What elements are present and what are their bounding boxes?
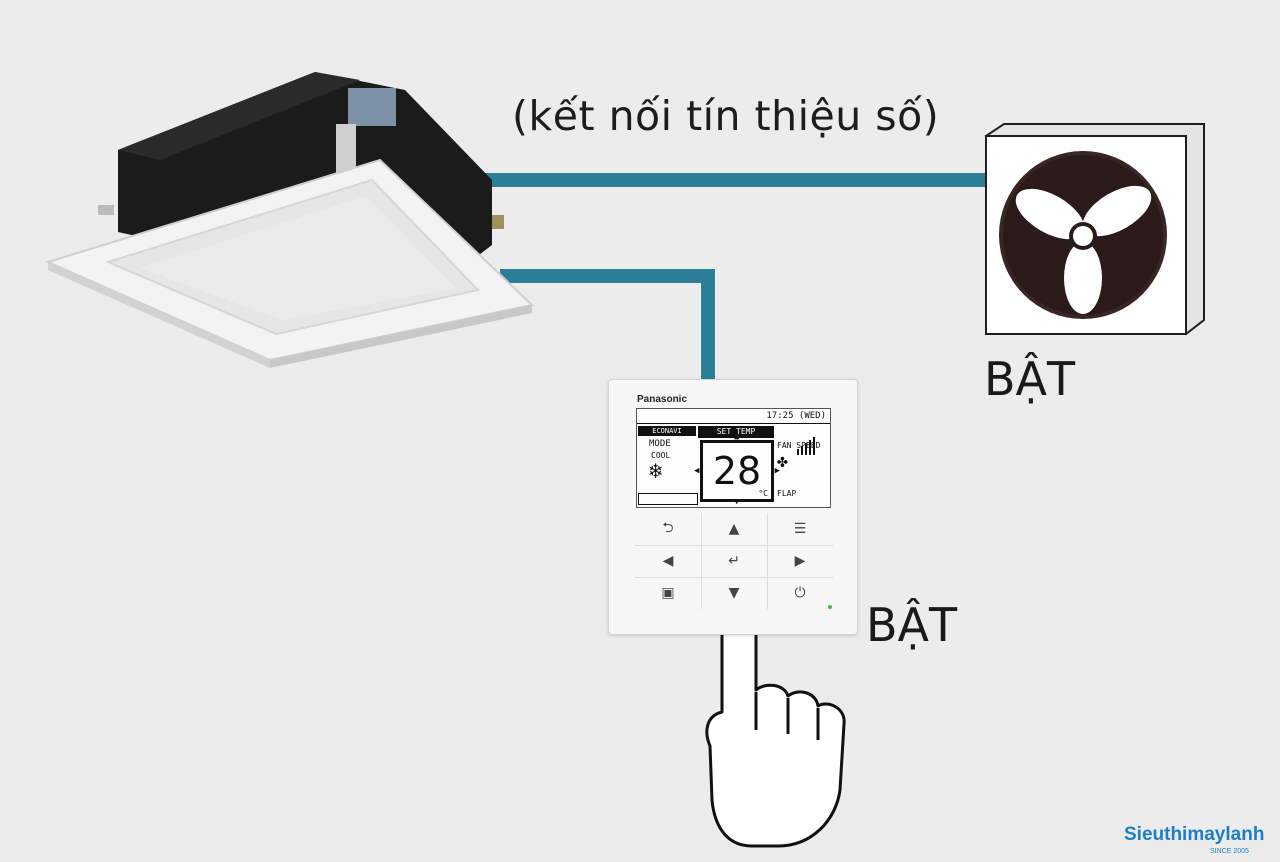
fan-icon: ✤ xyxy=(777,451,788,472)
temp-right-arrow-icon: ▶ xyxy=(774,466,780,476)
temperature-unit: °C xyxy=(758,489,768,498)
mode-value: COOL xyxy=(651,451,671,460)
down-button[interactable]: ▼ xyxy=(728,585,740,601)
remote-status-label: BẬT xyxy=(866,598,958,652)
temp-up-arrow-icon: ▲ xyxy=(734,432,740,442)
timer-button[interactable]: ▣ xyxy=(661,585,675,601)
wired-remote-controller: Panasonic 17:25 (WED) ECONAVI SET TEMP M… xyxy=(608,379,858,635)
left-button[interactable]: ◀ xyxy=(662,553,674,569)
screen-divider xyxy=(637,423,830,424)
snowflake-icon: ❄ xyxy=(649,459,663,484)
outdoor-unit-status-label: BẬT xyxy=(984,352,1076,406)
remote-brand-logo: Panasonic xyxy=(637,394,688,405)
clock-readout: 17:25 (WED) xyxy=(766,411,826,421)
cassette-indoor-unit xyxy=(45,72,535,368)
pointing-hand-icon xyxy=(705,597,846,848)
remote-lcd-screen: 17:25 (WED) ECONAVI SET TEMP MODE COOL ❄… xyxy=(636,408,831,508)
status-tag xyxy=(638,493,698,505)
signal-wire-remote xyxy=(500,269,715,380)
up-button[interactable]: ▲ xyxy=(728,521,740,537)
flap-label: FLAP xyxy=(777,489,797,498)
temperature-box: ▲ 28 °C ▼ ◀ ▶ xyxy=(694,433,780,507)
power-led-indicator xyxy=(828,605,832,609)
fan-speed-label: FAN SPEED xyxy=(777,441,821,450)
connection-caption: (kết nối tín thiệu số) xyxy=(512,92,940,140)
watermark-since: SINCE 2005 xyxy=(1210,848,1249,855)
mode-label: MODE xyxy=(649,439,671,449)
temperature-value: 28 xyxy=(712,449,762,493)
set-temp-title: SET TEMP xyxy=(698,426,774,438)
right-button[interactable]: ▶ xyxy=(794,553,806,569)
power-button[interactable]: ⏻ xyxy=(794,585,806,601)
back-button[interactable]: ⮌ xyxy=(662,520,674,536)
outdoor-unit xyxy=(984,123,1205,336)
temp-down-arrow-icon: ▼ xyxy=(734,497,740,507)
remote-keypad: ⮌ ▲ ☰ ◀ ↵ ▶ ▣ ▼ ⏻ xyxy=(635,513,833,609)
econavi-badge: ECONAVI xyxy=(638,426,696,436)
temp-left-arrow-icon: ◀ xyxy=(694,466,700,476)
watermark-logo: Sieuthimaylanh xyxy=(1124,824,1265,845)
menu-button[interactable]: ☰ xyxy=(793,521,807,537)
fan-blade-icon xyxy=(1015,185,1152,314)
enter-button[interactable]: ↵ xyxy=(728,553,740,569)
